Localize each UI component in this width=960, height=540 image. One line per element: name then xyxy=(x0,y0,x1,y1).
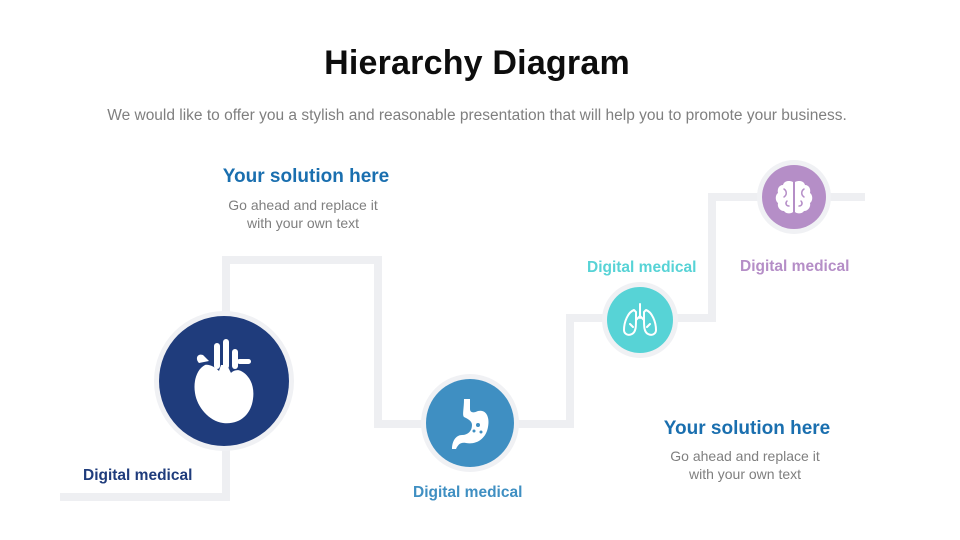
callout-2-heading: Your solution here xyxy=(663,418,831,439)
page-subtitle: We would like to offer you a stylish and… xyxy=(107,107,847,124)
callout-1-text-line1: Go ahead and replace it xyxy=(228,197,378,213)
brain-node xyxy=(757,160,831,234)
heart-icon xyxy=(194,339,254,424)
callout-2-text-line1: Go ahead and replace it xyxy=(670,448,820,464)
stomach-node xyxy=(421,374,519,472)
callout-2-text: Go ahead and replace it with your own te… xyxy=(645,447,845,483)
step-1-label: Digital medical xyxy=(83,467,193,484)
step-3-label: Digital medical xyxy=(587,259,697,276)
step-2-label: Digital medical xyxy=(413,484,523,501)
callout-2-text-line2: with your own text xyxy=(688,466,802,482)
heart-node xyxy=(154,311,294,451)
callout-1-text-line2: with your own text xyxy=(246,215,360,231)
callout-1-text: Go ahead and replace it with your own te… xyxy=(203,196,403,232)
step-4-label: Digital medical xyxy=(740,258,850,275)
lungs-icon xyxy=(623,303,657,336)
page-title: Hierarchy Diagram xyxy=(324,44,630,82)
lungs-node xyxy=(602,282,678,358)
stomach-icon xyxy=(452,399,489,449)
callout-1-heading: Your solution here xyxy=(222,166,390,187)
brain-icon xyxy=(775,181,813,214)
